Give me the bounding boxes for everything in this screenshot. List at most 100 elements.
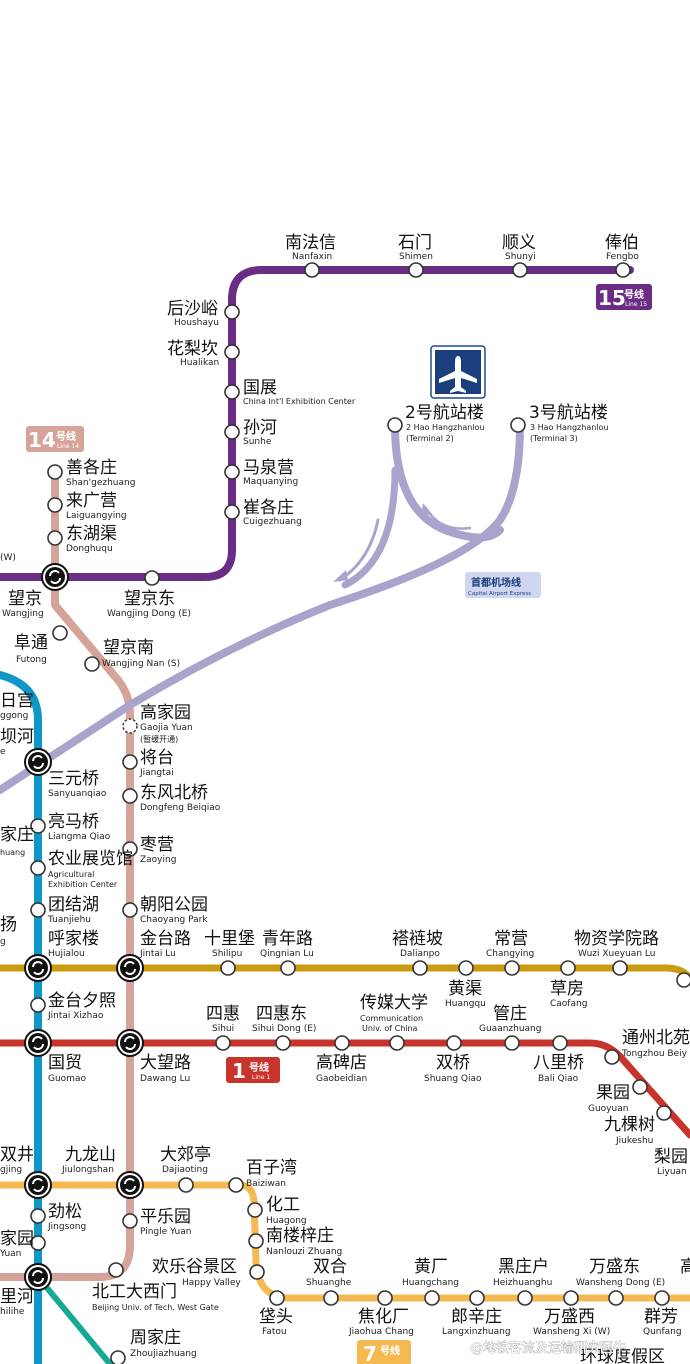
station-futong-en: Futong <box>16 655 47 665</box>
station-shuangqiao: 双桥 <box>436 1053 470 1073</box>
station-maquanying: 马泉营 <box>243 458 294 478</box>
station-dongfengbeiqiao-en: Dongfeng Beiqiao <box>140 803 221 813</box>
station-zaoying-en: Zaoying <box>140 855 176 865</box>
station-liyuan-en: Liyuan <box>657 1167 687 1177</box>
station-shuangqiao-en: Shuang Qiao <box>424 1074 482 1084</box>
station-nongzhanguan-en2: Exhibition Center <box>48 880 118 889</box>
station-hujialou: 呼家楼 <box>48 929 99 949</box>
station-shuanghe-marker <box>323 1290 339 1306</box>
station-fatou-marker <box>269 1290 285 1306</box>
station-fengbo-marker <box>615 262 631 278</box>
station-zaoying-marker <box>122 841 138 857</box>
line-14-badge: 14 号线 Line 14 <box>26 426 84 452</box>
station-jingsong-en: Jingsong <box>47 1222 86 1232</box>
svg-text:号线: 号线 <box>56 430 76 443</box>
station-cuigezhuang: 崔各庄 <box>243 498 294 518</box>
station-gaojiayuan-en: Gaojia Yuan <box>140 723 193 733</box>
station-chuanmei: 传媒大学 <box>360 993 428 1013</box>
station-huagong: 化工 <box>266 1195 300 1215</box>
station-qingnianlu: 青年路 <box>262 929 313 949</box>
station-wuzixueyuanlu-marker <box>612 960 628 976</box>
station-liangmaqiao-marker <box>30 818 46 834</box>
station-wuzixueyuanlu-en: Wuzi Xueyuan Lu <box>578 949 655 959</box>
station-chuanmei-en2: Univ. of China <box>362 1024 418 1033</box>
station-guoyuan-en: Guoyuan <box>588 1104 628 1114</box>
station-dajiaoting-en: Dajiaoting <box>162 1165 208 1175</box>
edge-jiazhuang-en: huang <box>0 848 25 857</box>
station-shilipu: 十里堡 <box>204 929 255 949</box>
station-guozhan: 国展 <box>243 378 277 398</box>
station-jiangtai-marker <box>122 754 138 770</box>
station-fatou: 垡头 <box>259 1307 293 1327</box>
svg-text:号线: 号线 <box>380 1344 400 1357</box>
airplane-icon <box>430 345 486 399</box>
line-7-badge: 7 号线 <box>357 1340 411 1364</box>
station-donghuqu-marker <box>47 530 63 546</box>
station-gaobeidian-marker <box>334 1035 350 1051</box>
station-jingsong-marker <box>30 1208 46 1224</box>
direction-arrow-left <box>333 570 348 582</box>
station-huanlegujingqu: 欢乐谷景区 <box>152 1257 237 1277</box>
station-shuanghe-en: Shuanghe <box>306 1278 352 1288</box>
station-jiaohuachang: 焦化厂 <box>358 1307 409 1327</box>
station-tuanjiehu: 团结湖 <box>48 895 99 915</box>
station-nongzhanguan-en: Agricultural <box>48 870 94 879</box>
station-fengbo: 俸伯 <box>605 233 639 253</box>
svg-text:14: 14 <box>28 428 56 452</box>
station-guozhan-en: China Int'l Exhibition Center <box>243 397 356 406</box>
line-1-track <box>0 1039 690 1139</box>
station-futong-marker <box>52 625 68 641</box>
edge-panjiayuan: 家园 <box>0 1229 34 1249</box>
edge-panjiayuan-en: Yuan <box>0 1249 21 1259</box>
svg-text:7: 7 <box>363 1342 377 1364</box>
station-huangchang-marker <box>424 1290 440 1306</box>
station-qunfang-en: Qunfang <box>643 1327 682 1337</box>
station-huangqu-en: Huangqu <box>445 999 486 1009</box>
station-laiguangying-marker <box>47 497 63 513</box>
station-t3-en: 3 Hao Hangzhanlou <box>530 423 608 432</box>
station-wanshengdong-en: Wansheng Dong (E) <box>576 1278 665 1288</box>
station-nongzhanguan-marker <box>30 860 46 876</box>
station-jiangtai: 将台 <box>140 748 174 768</box>
station-caofang-marker <box>560 960 576 976</box>
station-chaoyanggongyuan-marker <box>122 902 138 918</box>
station-maquanying-en: Maquanying <box>243 477 298 487</box>
station-sunhe: 孙河 <box>243 418 277 438</box>
station-donghuqu: 东湖渠 <box>66 524 117 544</box>
station-tongzhoubeiyuan-marker <box>604 1049 620 1065</box>
station-dawanglu: 大望路 <box>140 1053 191 1073</box>
station-fatou-en: Fatou <box>262 1327 287 1337</box>
station-beigongdaximen: 北工大西门 <box>92 1282 177 1302</box>
station-dalianpo-marker <box>412 960 428 976</box>
station-huangchang-en: Huangchang <box>402 1278 459 1288</box>
station-jintaixizhao-en: Jintai Xizhao <box>47 1011 104 1021</box>
station-qunfang: 群芳 <box>644 1307 678 1327</box>
station-dalianpo-en: Dalianpo <box>400 949 440 959</box>
line-10-branch <box>35 1274 113 1364</box>
station-shilipu-en: Shilipu <box>212 949 242 959</box>
station-zhoujiazhuang-marker <box>110 1350 126 1364</box>
station-qingnianlu-en: Qingnian Lu <box>260 949 314 959</box>
airport-express-t2-branch <box>391 421 504 542</box>
station-zaoying: 枣营 <box>140 835 174 855</box>
station-baliqiao-marker <box>552 1035 568 1051</box>
line-10-track <box>0 671 42 1364</box>
station-guomao-transfer-icon <box>24 1029 52 1057</box>
station-gaojiayuan-note: (暂缓开通) <box>140 734 178 744</box>
station-huangchang: 黄厂 <box>414 1257 448 1277</box>
station-shangezhuang: 善各庄 <box>66 458 117 478</box>
station-pingleyuan-marker <box>122 1213 138 1229</box>
station-sihui-marker <box>215 1035 231 1051</box>
station-shunyi-en: Shunyi <box>505 252 536 262</box>
station-sihui-en: Sihui <box>212 1024 234 1034</box>
station-chuanmei-marker <box>389 1035 405 1051</box>
station-line6-east-marker <box>676 972 690 988</box>
station-cuigezhuang-marker <box>224 504 240 520</box>
station-shunyi-marker <box>512 262 528 278</box>
station-caofang: 草房 <box>550 979 584 999</box>
station-jintailu-transfer-icon <box>116 954 144 982</box>
station-nanlouzizhuang-en: Nanlouzi Zhuang <box>266 1247 342 1257</box>
station-houshayu-en: Houshayu <box>174 318 219 328</box>
station-dawanglu-en: Dawang Lu <box>140 1074 190 1084</box>
station-changying: 常营 <box>494 929 528 949</box>
